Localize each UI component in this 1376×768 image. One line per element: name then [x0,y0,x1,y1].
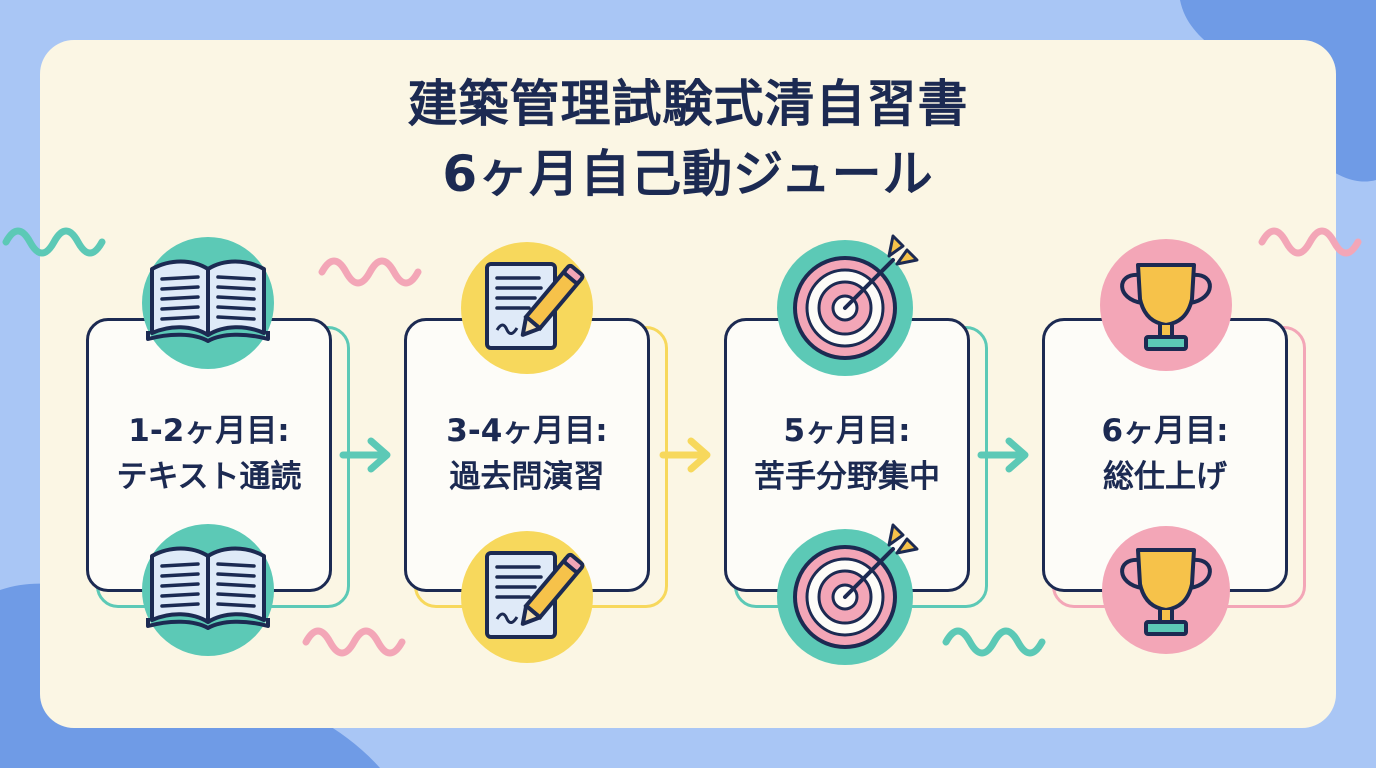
step-2-task: 過去問演習 [449,459,605,495]
trophy-icon [1102,526,1230,654]
title-line-1: 建築管理試験式清自習書 [407,75,969,133]
step-1-task: テキスト通読 [116,459,302,495]
title-line-2: 6ヶ月自己動ジュール [442,145,934,203]
target-arrow-icon [777,523,919,665]
squiggle-bottom-teal [942,627,1046,657]
target-arrow-icon [777,234,919,376]
step-4-task: 総仕上げ [1103,459,1227,495]
arrow-right-icon [343,441,387,469]
step-3-period: 5ヶ月目: [783,413,911,449]
squiggle-upper-pink [318,257,422,287]
squiggle-left-teal [2,227,106,257]
squiggle-bottom-pink [302,627,406,657]
trophy-icon [1100,239,1232,371]
step-2-period: 3-4ヶ月目: [446,413,608,449]
open-book-icon [142,237,274,369]
arrow-right-icon [981,441,1025,469]
step-1-period: 1-2ヶ月目: [128,413,290,449]
step-3-task: 苦手分野集中 [754,459,940,495]
document-pencil-icon [461,242,593,374]
squiggle-right-pink [1258,227,1362,257]
step-4-period: 6ヶ月目: [1101,413,1229,449]
document-pencil-icon [461,531,593,663]
arrow-right-icon [663,441,707,469]
open-book-icon [142,524,274,656]
